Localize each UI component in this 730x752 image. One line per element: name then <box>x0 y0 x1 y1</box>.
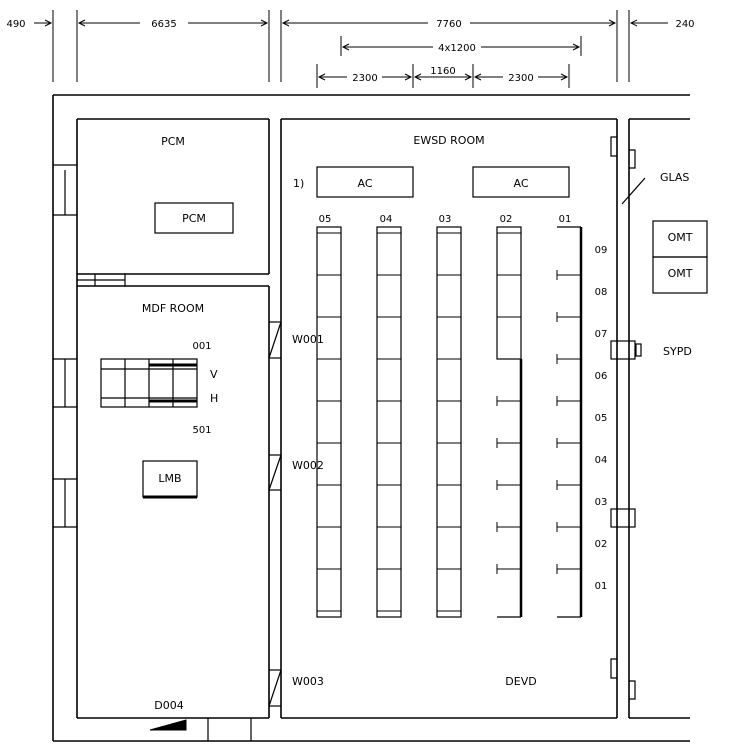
mdf-top-label: 001 <box>192 341 211 352</box>
dimension-lines <box>34 10 668 88</box>
mdf-frame <box>100 358 198 408</box>
row-label-03: 03 <box>439 214 452 225</box>
position-label-08: 08 <box>595 287 608 298</box>
ac-right-label: AC <box>513 177 528 190</box>
walls <box>52 94 690 742</box>
window-w003-label: W003 <box>292 675 324 688</box>
dim-6635: 6635 <box>151 19 176 30</box>
mdf-bottom-label: 501 <box>192 425 211 436</box>
ac-unit-right <box>472 166 570 198</box>
pcm-box-label: PCM <box>182 212 206 225</box>
window-w001-label: W001 <box>292 333 324 346</box>
window-w002-label: W002 <box>292 459 324 472</box>
mdf-v-label: V <box>210 368 218 381</box>
row-label-02: 02 <box>500 214 513 225</box>
position-label-07: 07 <box>595 329 608 340</box>
rack-row <box>316 226 342 618</box>
dim-7760: 7760 <box>436 19 461 30</box>
omt-label-top: OMT <box>668 231 693 244</box>
position-label-09: 09 <box>595 245 608 256</box>
row-label-04: 04 <box>380 214 393 225</box>
omt-box-bottom <box>652 256 708 294</box>
position-label-03: 03 <box>595 497 608 508</box>
pcm-room-label: PCM <box>161 135 185 148</box>
sypd-label: SYPD <box>663 345 692 358</box>
dim-1160: 1160 <box>430 66 455 77</box>
pcm-box <box>154 202 234 234</box>
devd-label: DEVD <box>505 675 536 688</box>
position-label-04: 04 <box>595 455 608 466</box>
ewsd-room-label: EWSD ROOM <box>413 134 484 147</box>
row-label-05: 05 <box>319 214 332 225</box>
omt-label-bottom: OMT <box>668 267 693 280</box>
entry-bottom <box>207 718 252 741</box>
glas-label: GLAS <box>660 171 689 184</box>
position-label-01: 01 <box>595 581 608 592</box>
wall-openings <box>268 321 282 707</box>
dim-4x1200: 4x1200 <box>438 43 476 54</box>
position-label-05: 05 <box>595 413 608 424</box>
door-d004-icon <box>149 719 187 731</box>
ac-unit-left <box>316 166 414 198</box>
equipment-racks <box>316 226 583 618</box>
dim-2300-left: 2300 <box>352 73 377 84</box>
dim-490: 490 <box>6 19 25 30</box>
row-label-01: 01 <box>559 214 572 225</box>
right-wall-doors <box>610 136 646 700</box>
door-d004-label: D004 <box>154 699 183 712</box>
passage <box>77 274 126 286</box>
lmb-label: LMB <box>158 472 181 485</box>
rack-row <box>496 226 522 360</box>
ac-note-label: 1) <box>293 177 304 190</box>
dim-2300-right: 2300 <box>508 73 533 84</box>
position-label-06: 06 <box>595 371 608 382</box>
dim-240: 240 <box>675 19 694 30</box>
mdf-room-label: MDF ROOM <box>142 302 204 315</box>
rack-row <box>376 226 402 618</box>
ac-left-label: AC <box>357 177 372 190</box>
position-label-02: 02 <box>595 539 608 550</box>
left-windows <box>53 164 77 528</box>
mdf-h-label: H <box>210 392 218 405</box>
rack-row <box>436 226 462 618</box>
